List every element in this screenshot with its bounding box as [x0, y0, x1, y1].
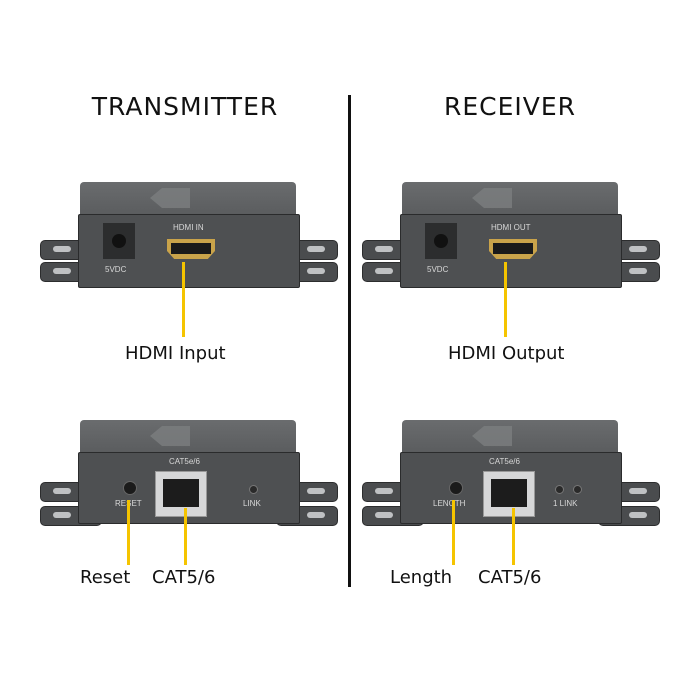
- hdmi-label: HDMI IN: [173, 223, 204, 232]
- transmitter-back-device: CAT5e/6 RESET LINK: [38, 420, 338, 530]
- callout-line: [184, 508, 187, 565]
- rj45-port: [483, 471, 535, 517]
- reset-callout: Reset: [80, 567, 131, 588]
- cat-callout: CAT5/6: [478, 567, 542, 588]
- callout-line: [182, 262, 185, 337]
- divider: [348, 95, 351, 587]
- logo-icon: [472, 426, 512, 446]
- transmitter-front-device: 5VDC HDMI IN: [38, 182, 338, 292]
- length-label: LENGTH: [433, 499, 466, 508]
- hdmi-port: [167, 239, 215, 259]
- link-led: [249, 485, 258, 494]
- reset-button: [123, 481, 137, 495]
- logo-icon: [150, 426, 190, 446]
- port-label: CAT5e/6: [489, 457, 520, 466]
- length-callout: Length: [390, 567, 453, 588]
- receiver-title: RECEIVER: [443, 92, 577, 121]
- hdmi-port: [489, 239, 537, 259]
- callout-line: [452, 500, 455, 565]
- cat-callout: CAT5/6: [152, 567, 216, 588]
- power-jack: [103, 223, 135, 259]
- power-label: 5VDC: [427, 265, 449, 274]
- callout-line: [504, 262, 507, 337]
- hdmi-label: HDMI OUT: [491, 223, 531, 232]
- link-label: LINK: [243, 499, 261, 508]
- port-label: CAT5e/6: [169, 457, 200, 466]
- callout-line: [127, 500, 130, 565]
- hdmi-output-label: HDMI Output: [448, 343, 565, 364]
- logo-icon: [150, 188, 190, 208]
- callout-line: [512, 508, 515, 565]
- link-label: 1 LINK: [553, 499, 578, 508]
- led-1: [555, 485, 564, 494]
- link-led: [573, 485, 582, 494]
- logo-icon: [472, 188, 512, 208]
- power-label: 5VDC: [105, 265, 127, 274]
- length-button: [449, 481, 463, 495]
- receiver-front-device: 5VDC HDMI OUT: [360, 182, 660, 292]
- receiver-back-device: CAT5e/6 LENGTH 1 LINK: [360, 420, 660, 530]
- hdmi-input-label: HDMI Input: [125, 343, 226, 364]
- transmitter-title: TRANSMITTER: [91, 92, 279, 121]
- power-jack: [425, 223, 457, 259]
- rj45-port: [155, 471, 207, 517]
